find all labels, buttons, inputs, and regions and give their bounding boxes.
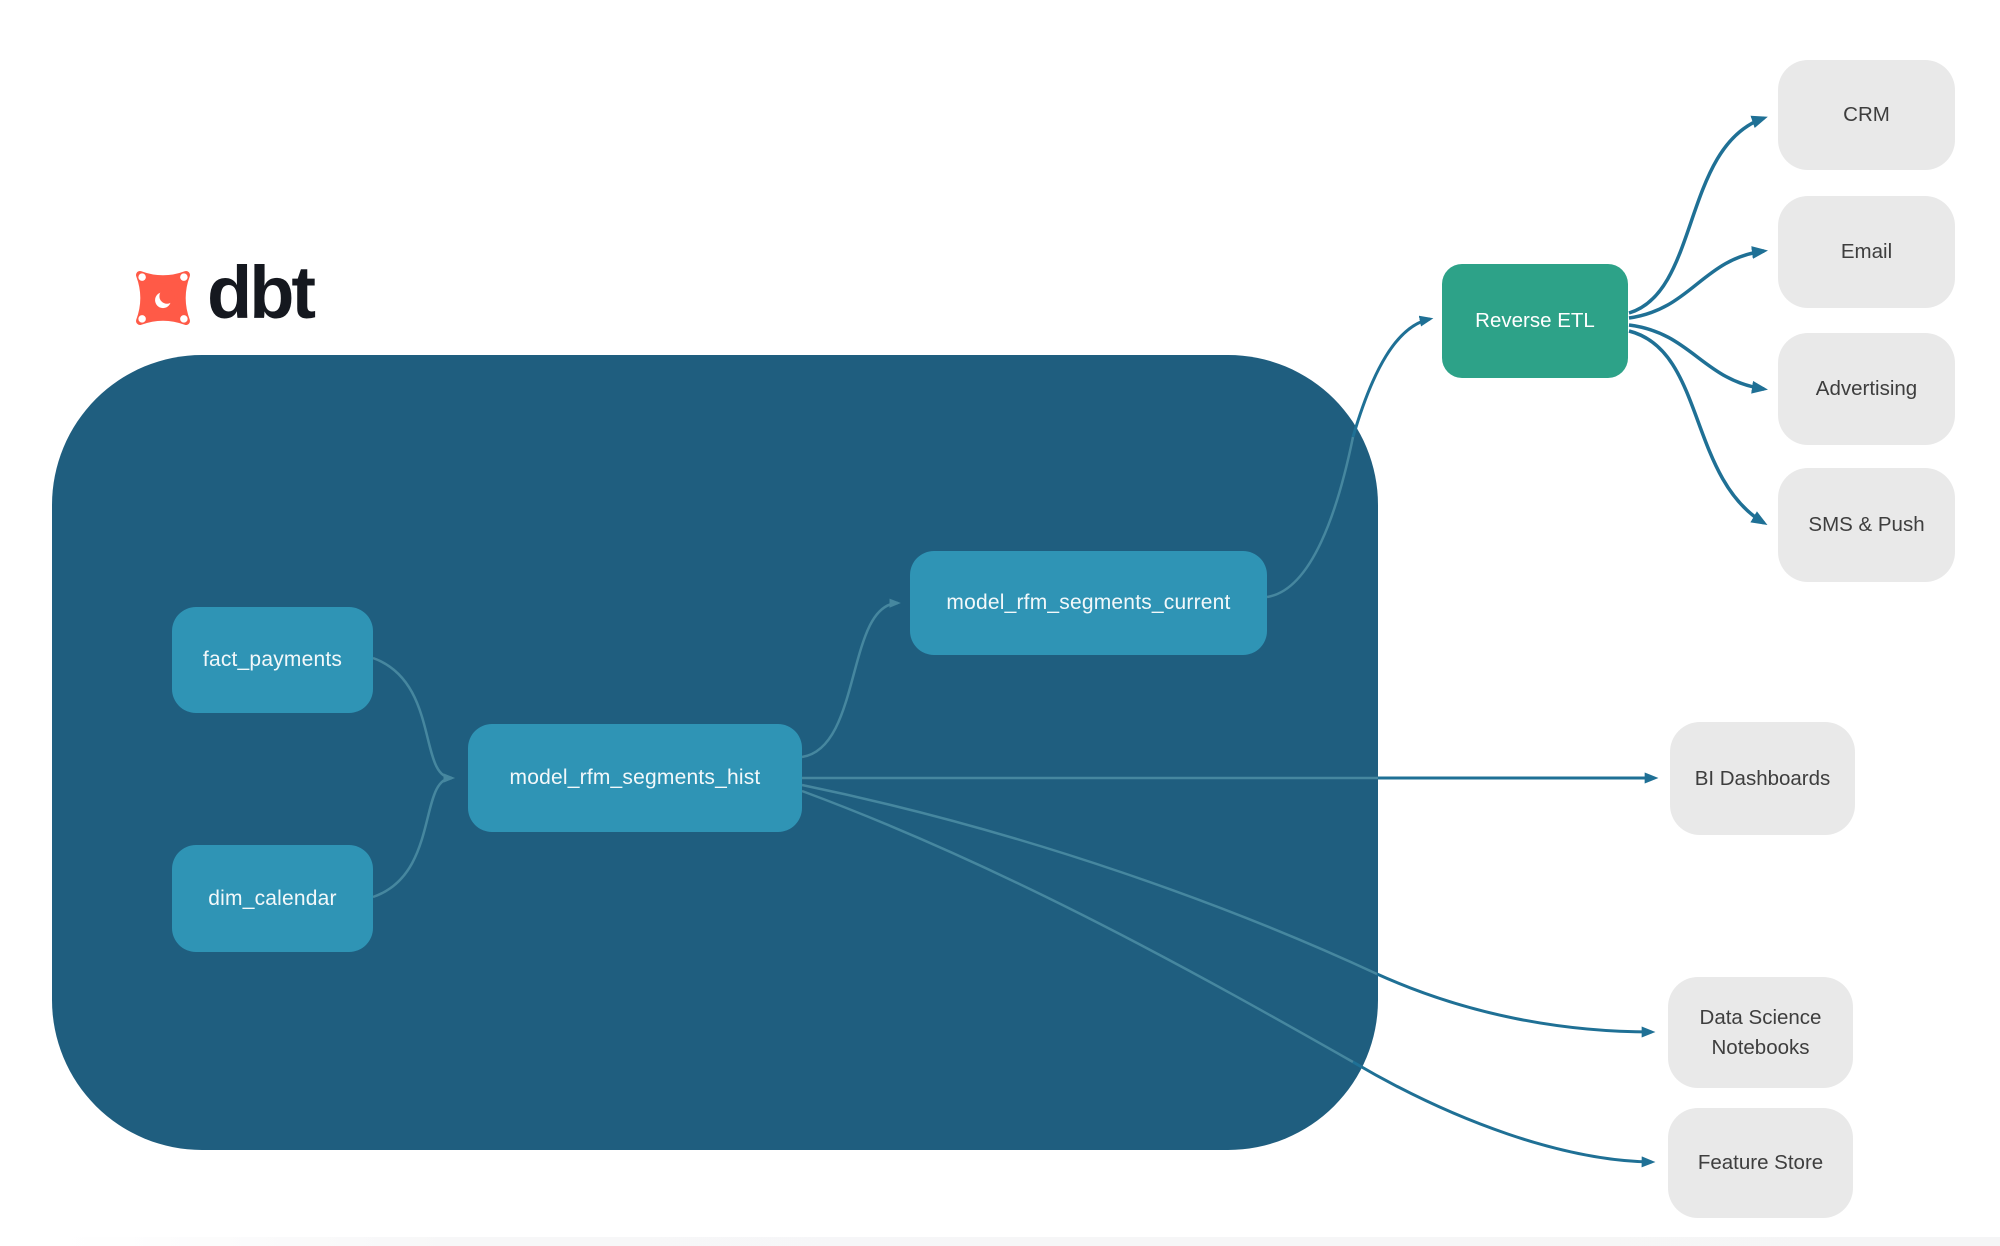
node-crm: CRM	[1778, 60, 1955, 170]
node-advertising: Advertising	[1778, 333, 1955, 445]
node-sms-push: SMS & Push	[1778, 468, 1955, 582]
edge-etl-to-email	[1628, 246, 1768, 320]
node-model-rfm-segments-current: model_rfm_segments_current	[910, 551, 1267, 655]
node-reverse-etl: Reverse ETL	[1442, 264, 1628, 378]
node-fact-payments: fact_payments	[172, 607, 373, 713]
dbt-star-icon	[136, 271, 190, 325]
node-data-science-notebooks: Data Science Notebooks	[1668, 977, 1853, 1088]
edge-etl-to-sms	[1628, 329, 1768, 526]
node-email: Email	[1778, 196, 1955, 308]
node-feature-store: Feature Store	[1668, 1108, 1853, 1218]
node-bi-dashboards: BI Dashboards	[1670, 722, 1855, 835]
dbt-logo: dbt	[127, 251, 316, 334]
edge-hist-to-ds	[1376, 972, 1656, 1038]
dbt-wordmark: dbt	[207, 251, 316, 334]
node-dim-calendar: dim_calendar	[172, 845, 373, 952]
node-model-rfm-segments-hist: model_rfm_segments_hist	[468, 724, 802, 832]
edge-current-to-etl	[1351, 315, 1434, 438]
edge-hist-to-feature	[1352, 1060, 1656, 1168]
edge-etl-to-advertising	[1628, 323, 1768, 394]
edge-etl-to-crm	[1628, 115, 1768, 315]
bottom-edge-strip	[60, 1237, 2000, 1246]
